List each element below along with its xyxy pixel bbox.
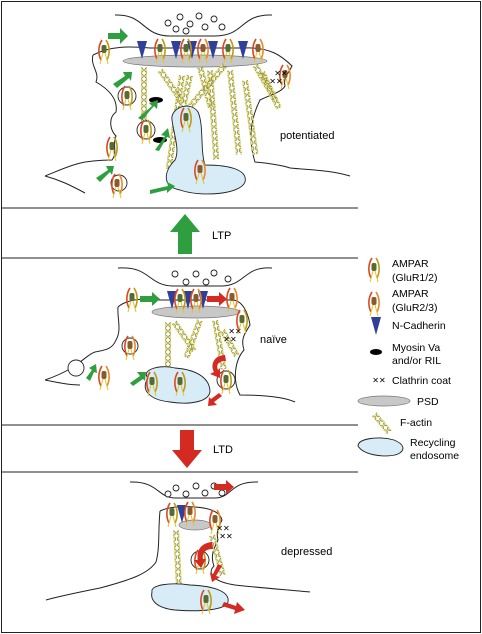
presynaptic-terminal xyxy=(114,14,273,37)
recycling-endosome xyxy=(151,583,229,612)
stage-label-depressed: depressed xyxy=(281,546,332,558)
legend-endosome-line1: Recycling xyxy=(410,437,456,449)
potentiated-panel xyxy=(44,12,351,199)
shaft-edge-left xyxy=(44,175,86,194)
legend-ampar12-line2: (GluR1/2) xyxy=(392,272,438,284)
legend-actin-symbol xyxy=(371,412,392,435)
legend-ampar23-line2: (GluR2/3) xyxy=(392,302,438,314)
exocytosis-arrows xyxy=(86,292,160,386)
ltp-arrow xyxy=(170,214,200,254)
legend-ampar23-line1: AMPAR xyxy=(392,288,429,300)
presynaptic-terminal xyxy=(129,481,259,499)
stage-label-potentiated: potentiated xyxy=(280,130,334,142)
recycling-endosome xyxy=(144,366,211,404)
ltd-arrow xyxy=(172,430,202,468)
legend-psd-symbol xyxy=(357,395,411,407)
shaft-edge-left xyxy=(44,379,81,386)
synaptic-vesicles xyxy=(171,269,232,286)
legend-factin: F-actin xyxy=(400,417,432,429)
psd xyxy=(122,54,268,68)
f-actin-filaments xyxy=(141,63,282,170)
spine-outline-left xyxy=(44,54,117,177)
legend-psd: PSD xyxy=(417,396,439,408)
legend-n-cadherin: N-Cadherin xyxy=(392,320,446,332)
naive-panel xyxy=(44,267,296,406)
transition-label-ltd: LTD xyxy=(213,444,233,456)
shaft-edge-right xyxy=(289,167,351,177)
stage-label-naive: naïve xyxy=(260,334,287,346)
legend-myosin-line2: and/or RIL xyxy=(392,355,441,367)
legend-clathrin: Clathrin coat xyxy=(392,375,451,387)
recycling-endosome xyxy=(165,105,246,195)
legend-endosome-symbol xyxy=(357,437,404,457)
transport-vesicles xyxy=(67,335,236,397)
synaptic-vesicles xyxy=(164,12,226,35)
legend-myosin-symbol xyxy=(370,349,382,355)
exocytosis-arrows xyxy=(96,28,175,194)
psd xyxy=(151,305,241,319)
transport-vesicles xyxy=(106,85,167,199)
transition-label-ltp: LTP xyxy=(212,230,231,242)
endocytosis-arrows xyxy=(194,480,245,614)
psd xyxy=(178,519,212,531)
legend-myosin-line1: Myosin Va xyxy=(392,342,440,354)
presynaptic-terminal xyxy=(117,267,273,287)
legend: AMPAR (GluR1/2) AMPAR (GluR2/3) N-Cadher… xyxy=(357,257,459,462)
legend-ampar12-line1: AMPAR xyxy=(392,258,429,270)
depressed-panel xyxy=(45,480,311,615)
legend-endosome-line2: endosome xyxy=(410,450,459,462)
endocytosis-arrows xyxy=(207,292,227,406)
spine-outline-left xyxy=(45,510,161,601)
